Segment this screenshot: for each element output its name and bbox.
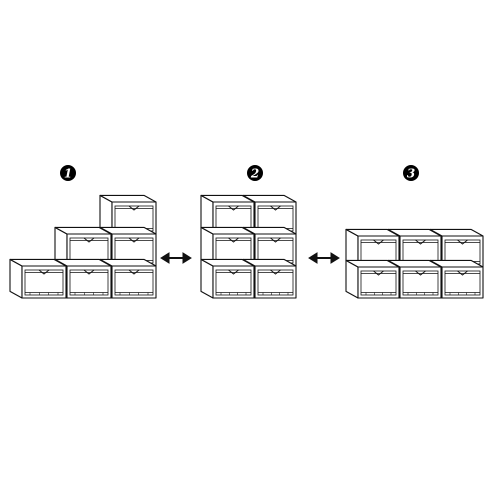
double-arrow-icon <box>308 252 340 264</box>
step-1-badge-circle <box>60 165 76 181</box>
double-arrow-icon <box>160 252 192 264</box>
step-1-number: 1 <box>64 167 72 181</box>
step-3-badge: 3 <box>403 165 419 181</box>
step-2-badge: 2 <box>247 165 263 181</box>
shoe-box <box>9 258 67 299</box>
step-1-badge: 1 <box>60 165 76 181</box>
step-2-number: 2 <box>250 167 259 181</box>
arrangement-1-staircase <box>9 194 157 299</box>
shoe-box <box>345 259 400 299</box>
step-3-number: 3 <box>407 167 415 181</box>
arrangement-3-row <box>345 228 484 299</box>
step-2-badge-circle <box>247 165 263 181</box>
arrangement-2-tower <box>200 194 297 299</box>
step-3-badge-circle <box>403 165 419 181</box>
shoe-box <box>200 258 255 299</box>
